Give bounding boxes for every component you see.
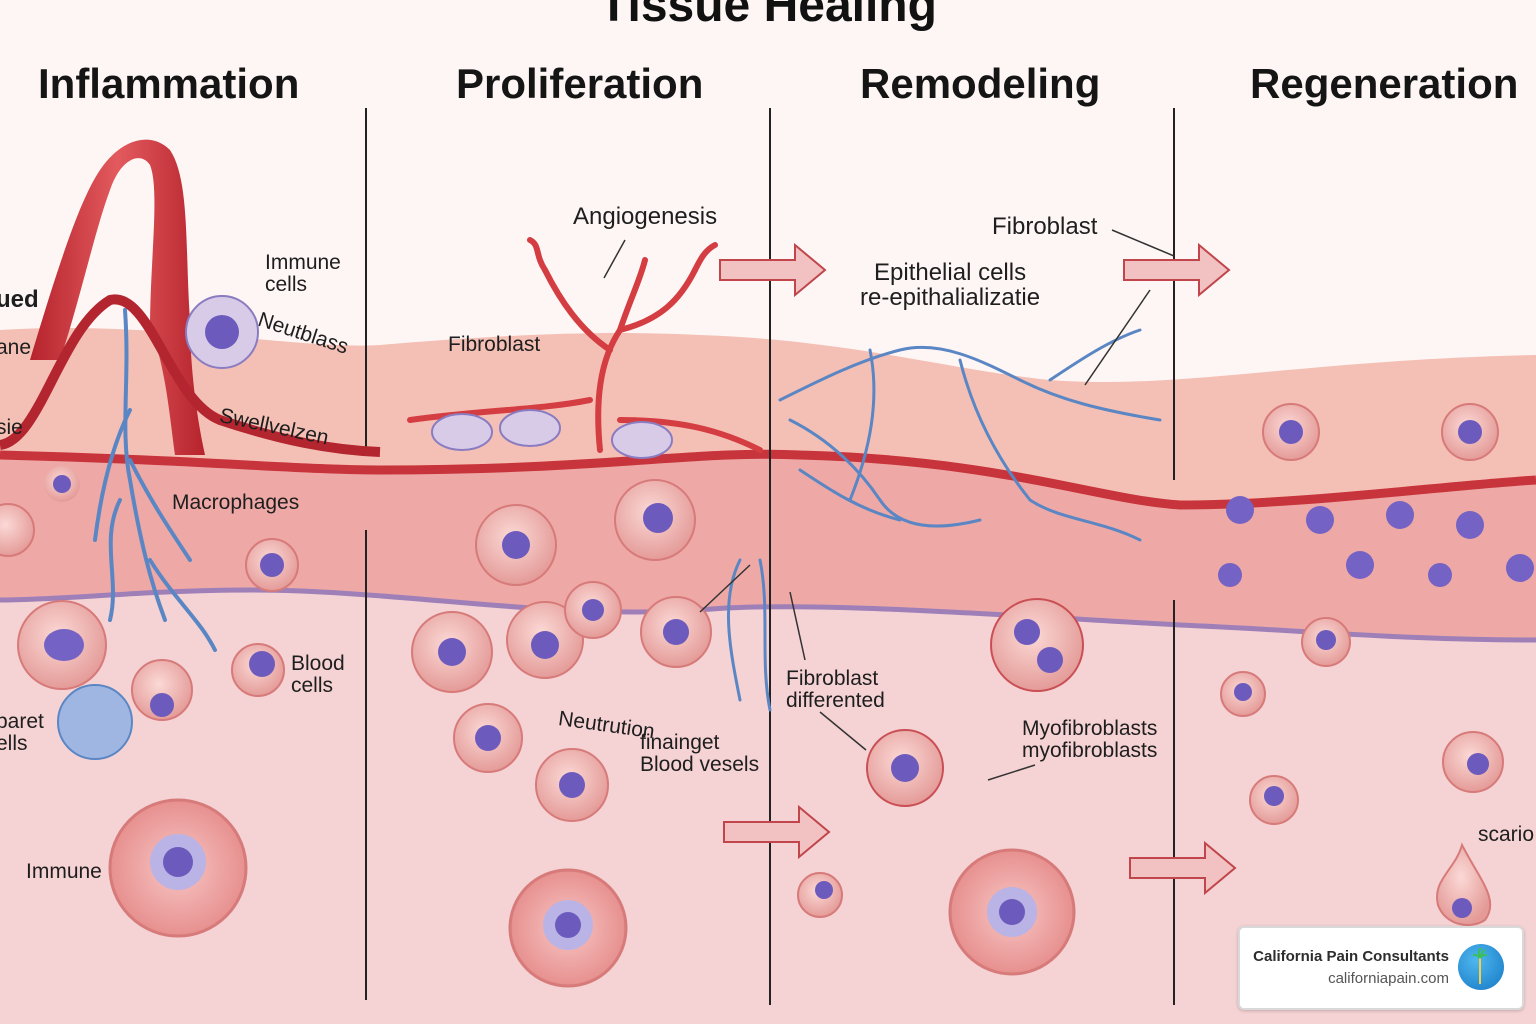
angiogenesis-vessels — [407, 237, 763, 453]
label-macrophages: Macrophages — [172, 491, 300, 514]
label-swelling-partial: sie — [0, 416, 23, 439]
label-fibroblast-differentiated: Fibroblast differented — [786, 667, 885, 713]
watermark-name: California Pain Consultants — [1253, 948, 1449, 965]
deep-membrane — [0, 587, 1536, 643]
label-platelet-partial: paret ells — [0, 710, 44, 756]
phase-arrows — [719, 242, 1237, 896]
phase-proliferation: Proliferation — [456, 60, 704, 107]
label-scarring-partial: scario — [1478, 823, 1535, 846]
phase-remodeling: Remodeling — [860, 60, 1101, 107]
epidermis-layer — [0, 327, 1536, 505]
injured-vessel — [30, 139, 205, 455]
label-epithelial-cells: Epithelial cells re-epithalializatie — [860, 259, 1041, 312]
arrow-4 — [1129, 840, 1237, 896]
label-immune-cells: Immune cells — [265, 251, 341, 297]
dermis-layer — [0, 454, 1536, 640]
inflamed-skin-ridge — [0, 294, 381, 457]
arrow-3 — [723, 804, 831, 860]
label-tissue-partial: ane — [0, 336, 32, 359]
phase-inflammation: Inflammation — [38, 60, 300, 107]
leader-lines — [603, 229, 1175, 781]
label-blood-cells: Blood cells — [291, 652, 345, 698]
label-angiogenesis: Angiogenesis — [573, 203, 718, 230]
label-fibroblast-proliferation: Fibroblast — [448, 333, 541, 356]
label-immune: Immune — [26, 860, 102, 883]
label-blood-vessels: finainget Blood vesels — [640, 731, 760, 777]
inflammation-nerve-branches — [93, 308, 217, 652]
diagram-title: Tissue Healing — [599, 0, 937, 32]
watermark-badge: California Pain Consultants californiapa… — [1238, 926, 1524, 1010]
label-injured-partial: ued — [0, 286, 39, 313]
palm-tree-logo-icon — [1458, 944, 1504, 990]
label-fibroblast-remodeling: Fibroblast — [992, 213, 1098, 240]
arrow-1 — [719, 242, 827, 298]
fibroblast-mesh — [727, 328, 1162, 712]
arrow-2 — [1123, 242, 1231, 298]
tissue-cells — [0, 295, 1534, 988]
label-myofibroblasts: Myofibroblasts myofibroblasts — [1022, 717, 1158, 763]
basement-membrane — [0, 449, 1536, 510]
phase-regeneration: Regeneration — [1250, 60, 1519, 107]
watermark-url: californiapain.com — [1328, 970, 1449, 987]
